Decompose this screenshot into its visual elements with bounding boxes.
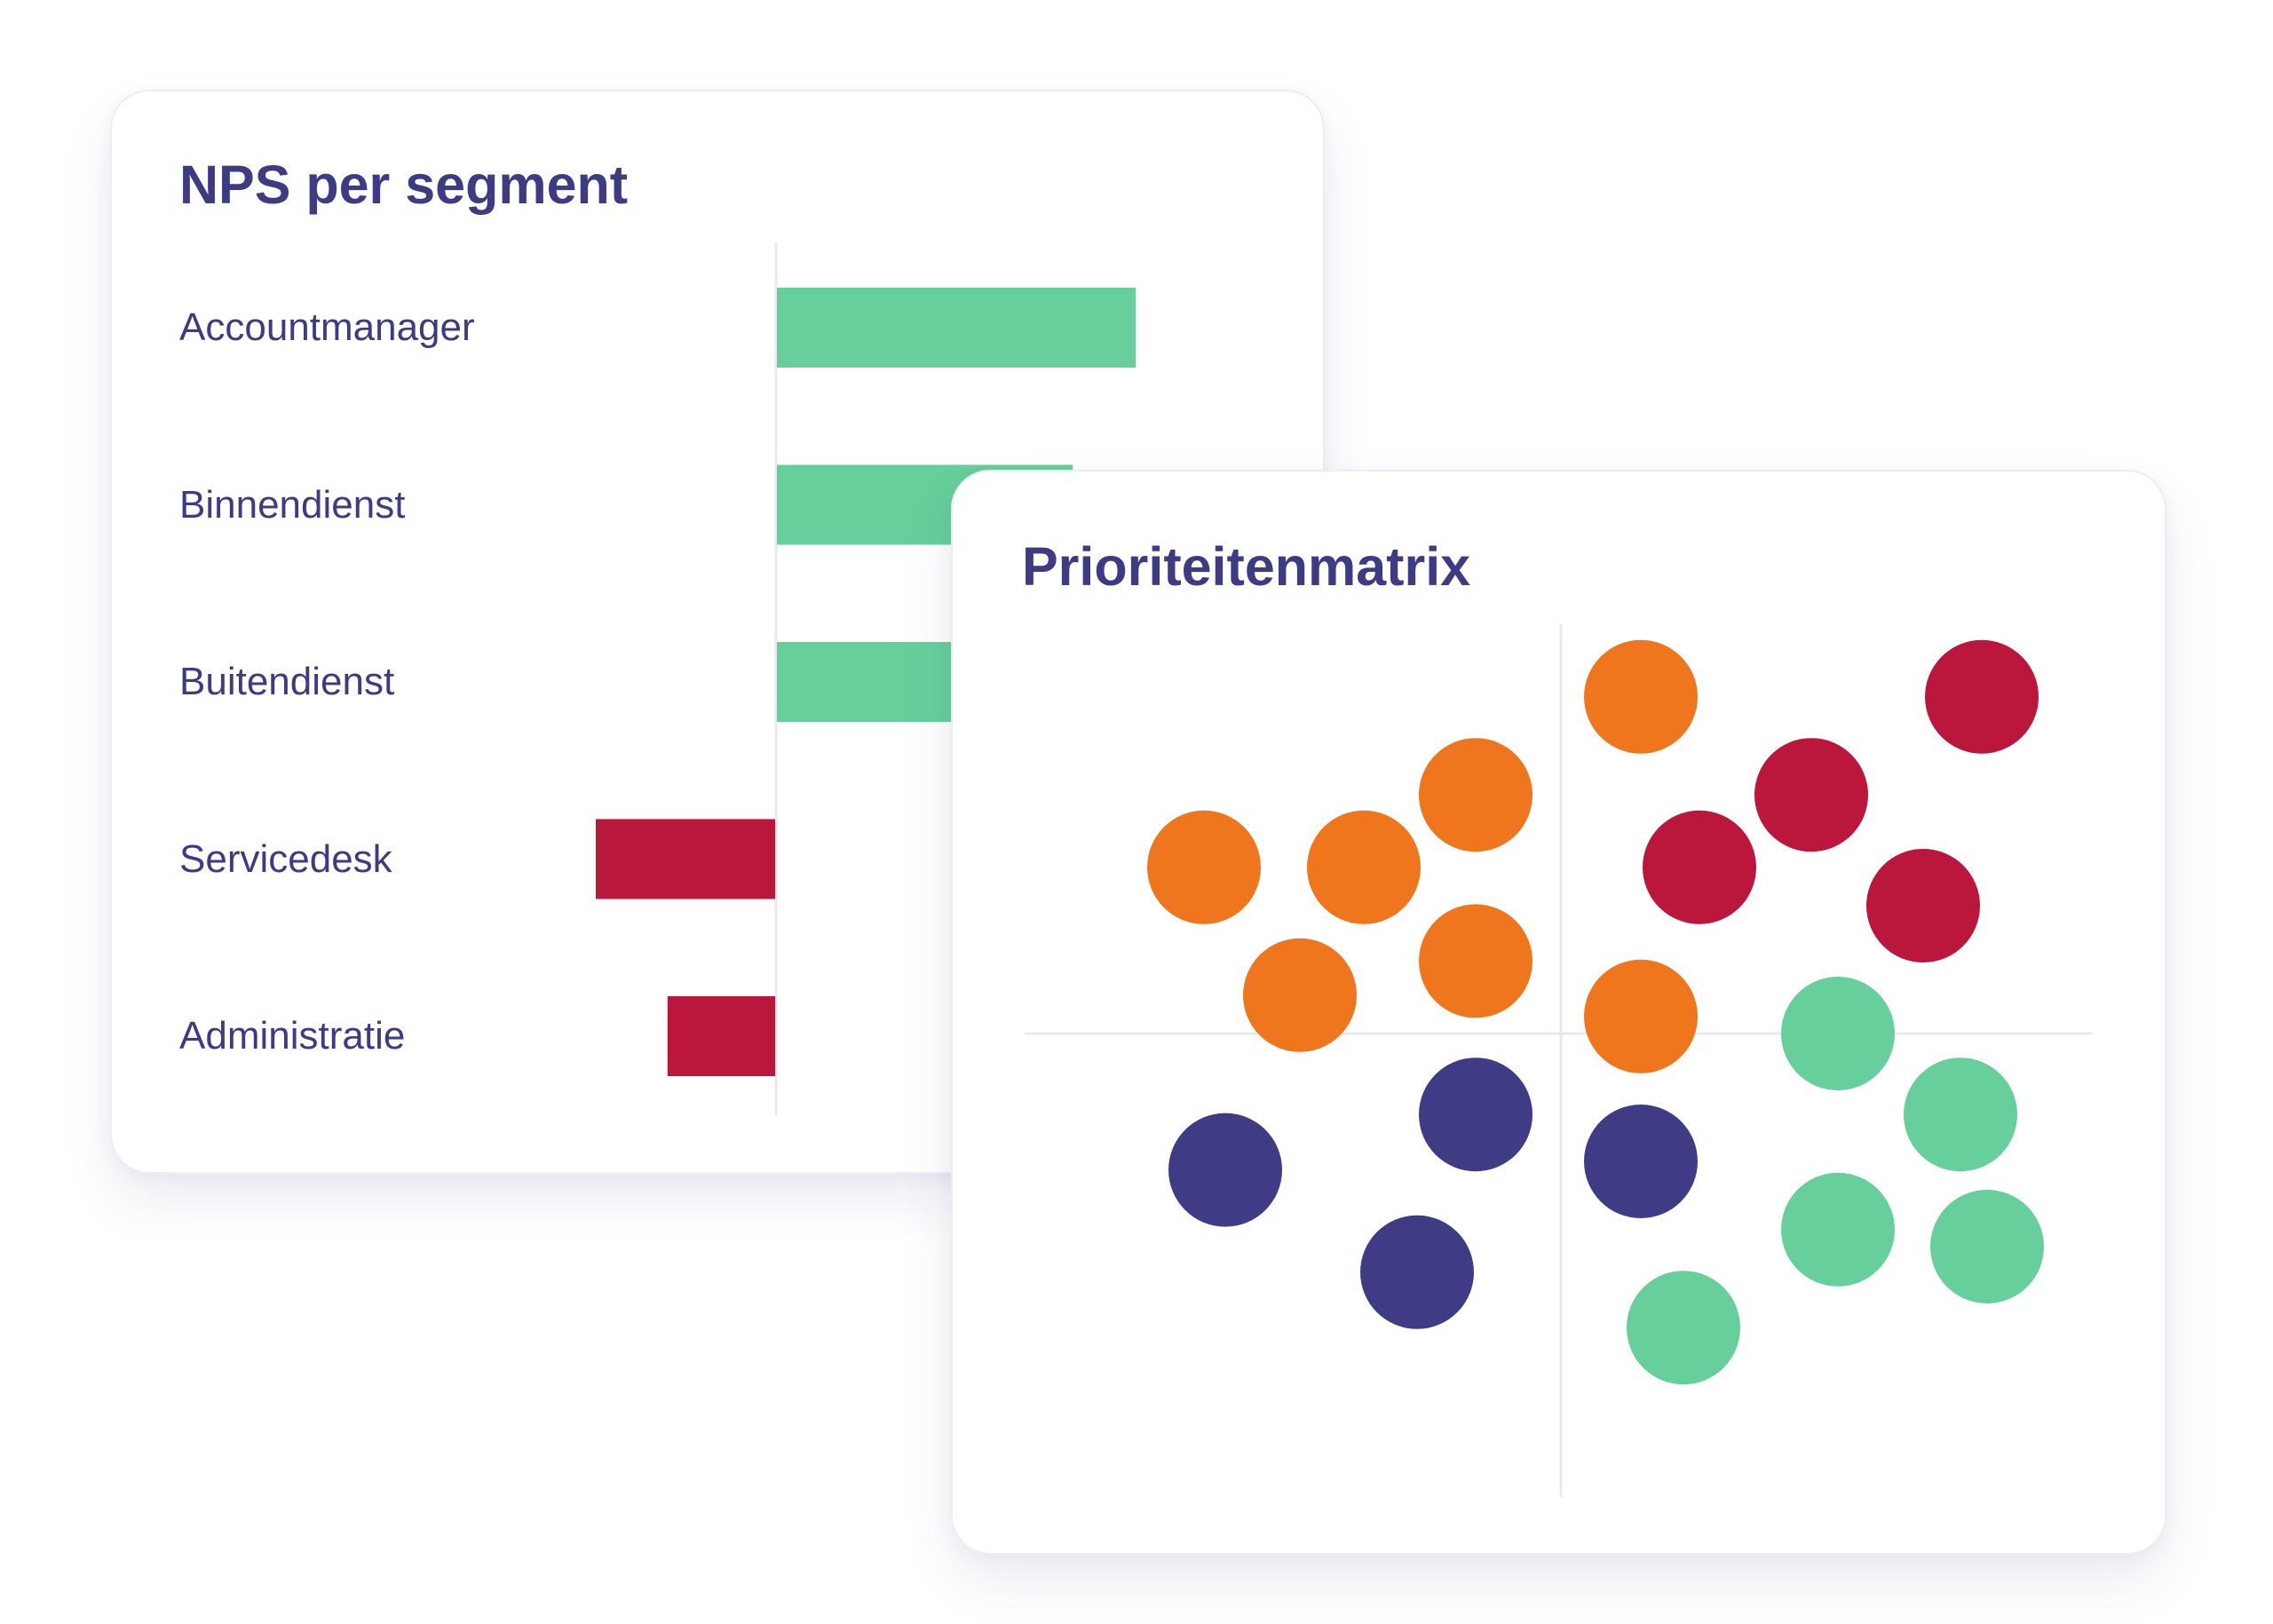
nps-bar [777,288,1136,368]
matrix-point-red [1754,738,1868,852]
nps-category-label: Binnendienst [179,482,406,527]
matrix-point-navy [1360,1215,1474,1329]
matrix-point-orange [1307,810,1421,924]
matrix-point-red [1643,810,1756,924]
matrix-point-orange [1419,738,1532,852]
matrix-point-green [1781,977,1895,1090]
matrix-point-navy [1419,1058,1532,1172]
matrix-point-orange [1147,810,1261,924]
matrix-point-green [1904,1058,2017,1172]
matrix-point-green [1627,1271,1740,1385]
matrix-point-navy [1584,1105,1698,1218]
matrix-point-orange [1584,639,1698,754]
nps-category-label: Servicedesk [179,836,392,881]
nps-category-label: Administratie [179,1014,406,1058]
matrix-point-green [1781,1172,1895,1287]
nps-chart-title: NPS per segment [179,154,629,215]
matrix-point-red [1866,849,1980,963]
nps-category-label: Accountmanager [179,305,475,349]
matrix-point-orange [1419,904,1532,1018]
matrix-point-orange [1584,959,1698,1073]
priority-matrix-chart [1025,624,2092,1497]
matrix-point-green [1930,1190,2044,1303]
matrix-point-red [1925,639,2039,754]
matrix-chart-title: Prioriteitenmatrix [1022,536,1471,597]
nps-bar [596,819,775,899]
matrix-point-navy [1168,1113,1282,1227]
nps-category-label: Buitendienst [179,660,395,703]
nps-bar [667,996,775,1076]
priority-matrix-card: Prioriteitenmatrix [951,470,2166,1555]
matrix-point-orange [1243,938,1357,1052]
